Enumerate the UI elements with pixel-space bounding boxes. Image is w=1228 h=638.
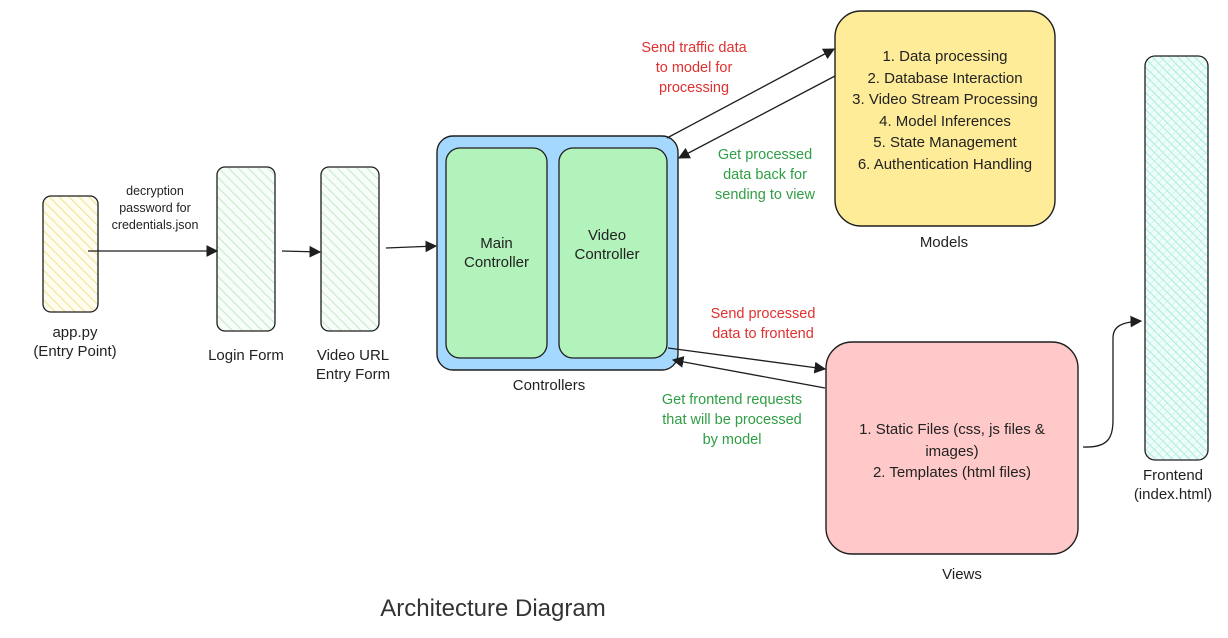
edge-label-send-processed: Send processed data to frontend [710, 306, 816, 342]
edge-login-to-video-url [281, 245, 322, 258]
video-url-form-node [320, 166, 380, 332]
edge-views-to-frontend [1082, 315, 1143, 448]
models-label: Models [919, 234, 969, 251]
entry-point-label: app.py (Entry Point) [33, 324, 117, 360]
models-item: 3. Video Stream Processing [852, 91, 1038, 108]
edge-views-to-controllers [671, 356, 826, 389]
models-item: 6. Authentication Handling [857, 155, 1033, 173]
models-item: 2. Database Interaction [867, 69, 1023, 87]
edge-label-decryption: decryption password for credentials.json [111, 184, 199, 232]
video-controller-node [558, 147, 668, 359]
views-item: 2. Templates (html files) [872, 464, 1032, 481]
views-node [825, 341, 1079, 555]
controllers-label: Controllers [512, 377, 586, 394]
frontend-label: Frontend (index.html) [1133, 467, 1213, 503]
login-form-node [216, 166, 276, 332]
models-item: 1. Data processing [882, 48, 1008, 65]
frontend-node [1144, 55, 1209, 461]
views-item: images) [925, 442, 979, 460]
edge-label-send-traffic: Send traffic data to model for processin… [641, 40, 747, 96]
edge-controllers-to-views [667, 347, 827, 374]
views-item: 1. Static Files (css, js files & [859, 421, 1045, 438]
views-items: 1. Static Files (css, js files & images)… [826, 419, 1078, 484]
video-controller-label: Video Controller [574, 227, 640, 263]
edge-label-get-frontend: Get frontend requests that will be proce… [661, 392, 803, 448]
models-items: 1. Data processing 2. Database Interacti… [835, 46, 1055, 175]
models-node [834, 10, 1056, 227]
edge-models-to-controllers [677, 75, 836, 159]
diagram-title: Architecture Diagram [380, 595, 606, 622]
entry-point-node [42, 195, 99, 313]
edge-label-get-processed: Get processed data back for sending to v… [715, 147, 815, 203]
models-item: 4. Model Inferences [879, 112, 1011, 130]
main-controller-label: Main Controller [463, 235, 530, 271]
login-form-label: Login Form [208, 347, 284, 364]
main-controller-node [445, 147, 548, 359]
views-label: Views [942, 566, 982, 583]
models-item: 5. State Management [873, 134, 1017, 151]
edge-controllers-to-models [666, 48, 836, 139]
video-url-form-label: Video URL Entry Form [315, 347, 391, 383]
edge-video-url-to-controllers [385, 240, 438, 253]
